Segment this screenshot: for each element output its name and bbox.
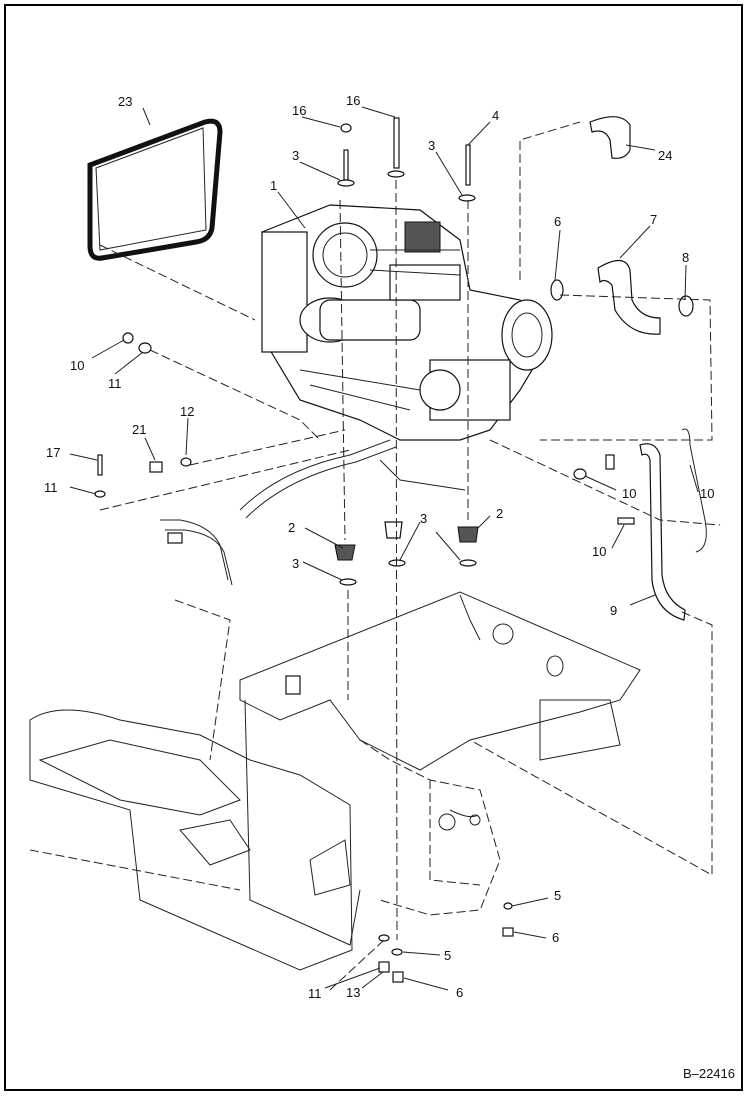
callout-11-mid: 11 — [44, 480, 58, 495]
chassis-frame — [29, 591, 641, 971]
callout-6-right: 6 — [552, 930, 559, 945]
callout-9: 9 — [610, 603, 617, 618]
callout-8: 8 — [682, 250, 689, 265]
overflow-hose-part — [639, 443, 686, 621]
callout-21: 21 — [132, 422, 146, 437]
leader-lines — [29, 106, 721, 991]
hose-clamp-right — [678, 295, 694, 317]
callout-2-left: 2 — [288, 520, 295, 535]
callout-7: 7 — [650, 212, 657, 227]
callout-16-left: 16 — [292, 103, 306, 118]
hose-clamp-left — [550, 279, 564, 301]
callout-24: 24 — [658, 148, 672, 163]
callout-2-right: 2 — [496, 506, 503, 521]
callout-5-bottom: 5 — [444, 948, 451, 963]
callout-10-right-a: 10 — [622, 486, 636, 501]
callout-3-lower-left: 3 — [292, 556, 299, 571]
callout-3-top-left: 3 — [292, 148, 299, 163]
callout-5-right: 5 — [554, 888, 561, 903]
callout-6-bottom: 6 — [456, 985, 463, 1000]
callout-3-top-right: 3 — [428, 138, 435, 153]
callout-1: 1 — [270, 178, 277, 193]
radiator-seal-part — [87, 118, 223, 261]
hose-bracket-part — [681, 428, 707, 553]
callout-16-right: 16 — [346, 93, 360, 108]
callout-11-bottom: 11 — [308, 986, 322, 1001]
callout-10-left: 10 — [70, 358, 84, 373]
engine-assembly — [261, 204, 553, 441]
callout-12: 12 — [180, 404, 194, 419]
hardware-parts — [94, 117, 635, 983]
callout-11-left: 11 — [108, 376, 122, 391]
callout-10-right-c: 10 — [592, 544, 606, 559]
callout-4: 4 — [492, 108, 499, 123]
callout-17: 17 — [46, 445, 60, 460]
callout-3-center: 3 — [420, 511, 427, 526]
fuel-line-parts — [160, 439, 466, 586]
upper-hose-part — [589, 116, 631, 159]
callout-labels: 23 16 16 4 24 3 3 1 6 7 8 10 11 21 12 17… — [44, 93, 714, 1001]
callout-23: 23 — [118, 94, 132, 109]
callout-13: 13 — [346, 985, 360, 1000]
figure-reference-number: B–22416 — [682, 1066, 735, 1081]
callout-6-top: 6 — [554, 214, 561, 229]
callout-10-right-b: 10 — [700, 486, 714, 501]
drawing-frame — [4, 4, 743, 1091]
